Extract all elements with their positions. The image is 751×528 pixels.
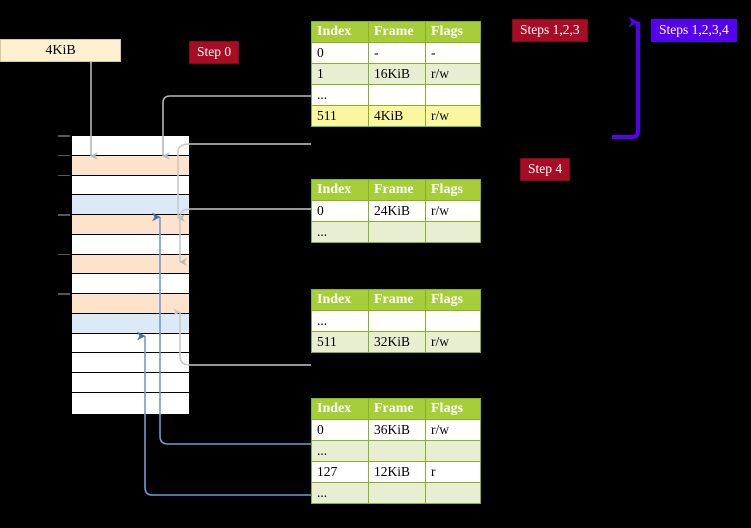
- cell-index: 511: [311, 331, 369, 353]
- cell-index: ...: [311, 84, 369, 106]
- column-header-flags: Flags: [425, 289, 481, 311]
- cell-flags: [425, 84, 481, 106]
- memory-frame-row: [72, 234, 189, 255]
- memory-frame-row: [72, 136, 189, 156]
- step0-label: Step 0: [197, 44, 232, 59]
- table-row: ...: [311, 482, 481, 504]
- cell-frame: [368, 221, 426, 243]
- memory-tick-mark: [58, 214, 70, 216]
- connector-l3-24kib: [179, 208, 311, 266]
- cell-frame: [368, 440, 426, 462]
- column-header-frame: Frame: [368, 179, 426, 201]
- cell-frame: -: [368, 42, 426, 64]
- connector-l2-32kib: [173, 308, 311, 366]
- cell-flags: [425, 482, 481, 504]
- cell-index: 511: [311, 105, 369, 127]
- physical-memory-column: [71, 135, 190, 415]
- memory-frame-row: [72, 274, 189, 295]
- cell-flags: r: [425, 461, 481, 483]
- memory-tick-mark: [58, 253, 70, 256]
- cell-index: ...: [311, 440, 369, 462]
- memory-tick-mark: [58, 293, 70, 295]
- cell-frame: 24KiB: [368, 200, 426, 222]
- table-row: ...: [311, 310, 481, 332]
- cell-flags: [425, 440, 481, 462]
- memory-tick-mark: [58, 174, 70, 177]
- cell-index: 127: [311, 461, 369, 483]
- memory-frame-row: [72, 373, 189, 394]
- memory-frame-row: [72, 155, 189, 176]
- cell-flags: -: [425, 42, 481, 64]
- column-header-frame: Frame: [368, 289, 426, 311]
- cell-flags: r/w: [425, 105, 481, 127]
- memory-frame-row: [72, 294, 189, 314]
- column-header-flags: Flags: [425, 179, 481, 201]
- table-row: ...: [311, 440, 481, 462]
- cell-frame: 32KiB: [368, 331, 426, 353]
- cell-index: 0: [311, 419, 369, 441]
- column-header-index: Index: [311, 179, 369, 201]
- cell-index: ...: [311, 482, 369, 504]
- cell-frame: 16KiB: [368, 63, 426, 85]
- step4-label: Step 4: [528, 161, 563, 176]
- page-size-label: 4KiB: [45, 42, 76, 58]
- column-header-index: Index: [311, 289, 369, 311]
- table-row: 0--: [311, 42, 481, 64]
- memory-frame-row: [72, 254, 189, 275]
- memory-frame-row: [72, 215, 189, 235]
- cell-flags: r/w: [425, 63, 481, 85]
- memory-frame-row: [72, 175, 189, 196]
- column-header-flags: Flags: [425, 398, 481, 420]
- cell-index: 0: [311, 42, 369, 64]
- cell-frame: 12KiB: [368, 461, 426, 483]
- step4-badge: Step 4: [520, 158, 571, 181]
- column-header-index: Index: [311, 398, 369, 420]
- column-header-frame: Frame: [368, 398, 426, 420]
- column-header-flags: Flags: [425, 21, 481, 43]
- cell-index: 0: [311, 200, 369, 222]
- table-row: ...: [311, 221, 481, 243]
- cell-flags: r/w: [425, 331, 481, 353]
- cell-frame: 36KiB: [368, 419, 426, 441]
- step0-badge: Step 0: [189, 41, 240, 64]
- cell-frame: [368, 482, 426, 504]
- memory-tick-mark: [58, 154, 70, 157]
- cell-flags: [425, 310, 481, 332]
- memory-frame-row: [72, 313, 189, 334]
- cell-flags: r/w: [425, 200, 481, 222]
- cell-frame: [368, 310, 426, 332]
- memory-tick-mark: [58, 135, 70, 137]
- cell-index: 1: [311, 63, 369, 85]
- cell-frame: 4KiB: [368, 105, 426, 127]
- cell-index: ...: [311, 310, 369, 332]
- cell-index: ...: [311, 221, 369, 243]
- cell-flags: [425, 221, 481, 243]
- steps123-label: Steps 1,2,3: [520, 22, 580, 37]
- memory-frame-row: [72, 353, 189, 374]
- memory-frame-row: [72, 195, 189, 216]
- column-header-frame: Frame: [368, 21, 426, 43]
- steps123-badge: Steps 1,2,3: [512, 19, 588, 42]
- table-row: ...: [311, 84, 481, 106]
- cell-frame: [368, 84, 426, 106]
- page-size-box: 4KiB: [0, 39, 121, 62]
- connector-l4-4kib: [177, 143, 311, 222]
- memory-frame-row: [72, 333, 189, 354]
- steps1234-badge: Steps 1,2,3,4: [651, 19, 737, 42]
- steps1234-label: Steps 1,2,3,4: [659, 22, 729, 37]
- steps-purple-arrow: [612, 16, 640, 139]
- column-header-index: Index: [311, 21, 369, 43]
- cell-flags: r/w: [425, 419, 481, 441]
- memory-frame-row: [72, 393, 189, 413]
